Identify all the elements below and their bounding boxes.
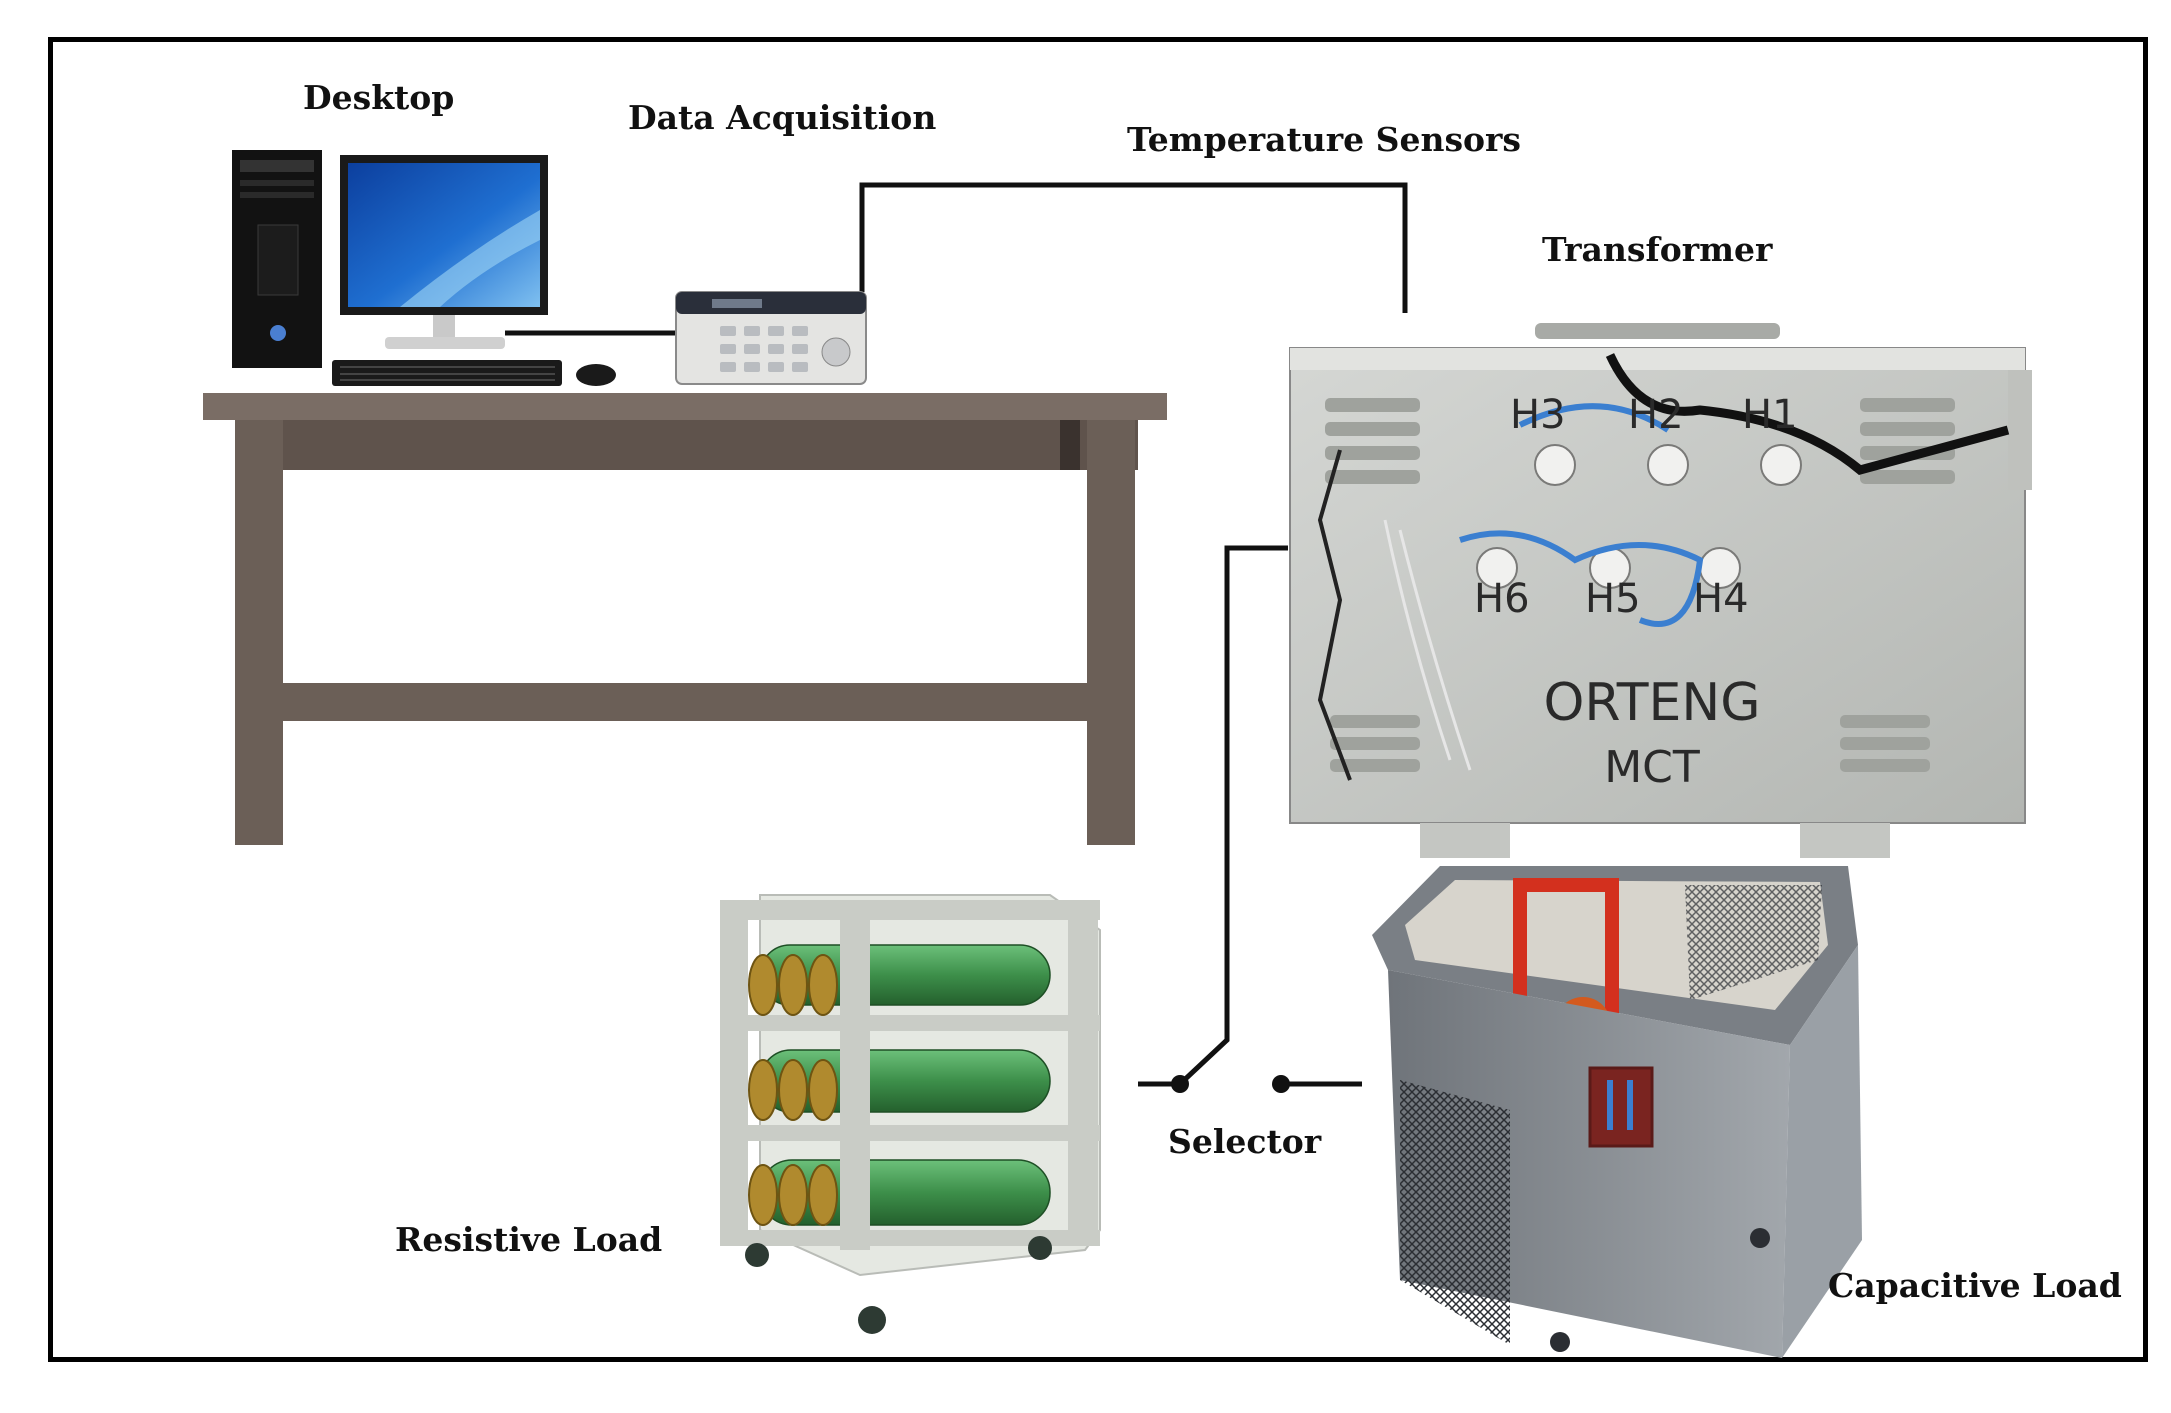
capacitive-load-cabinet [1372, 866, 1862, 1358]
terminal-label-h4: H4 [1693, 576, 1749, 622]
transformer-to-selector-wire [1178, 545, 1288, 1086]
table [203, 393, 1167, 845]
mouse [576, 364, 616, 386]
terminal-label-h5: H5 [1585, 576, 1641, 622]
terminal-label-h1: H1 [1742, 392, 1798, 438]
label-desktop: Desktop [303, 78, 455, 117]
label-transformer: Transformer [1542, 230, 1773, 269]
label-capacitive-load: Capacitive Load [1828, 1266, 2122, 1305]
label-temperature-sensors: Temperature Sensors [1127, 120, 1522, 159]
terminal-label-h6: H6 [1474, 576, 1530, 622]
transformer-model: MCT [1604, 742, 1700, 793]
wiring [505, 182, 1408, 1087]
transformer-brand: ORTENG [1543, 673, 1760, 733]
desktop-tower [232, 150, 322, 368]
daq-to-sensors-wire [859, 182, 1408, 313]
terminal-label-h3: H3 [1510, 392, 1566, 438]
resistive-load-rack [720, 894, 1101, 1334]
label-resistive-load: Resistive Load [395, 1220, 663, 1259]
selector-contact-right [1272, 1075, 1290, 1093]
transformer: H3 H2 H1 H6 H5 H4 ORTENG MCT [1289, 323, 2032, 858]
monitor [340, 155, 548, 349]
keyboard [332, 360, 562, 386]
data-acquisition-unit [675, 291, 867, 385]
terminal-label-h2: H2 [1628, 392, 1684, 438]
label-selector: Selector [1168, 1122, 1322, 1161]
selector-contact-left [1171, 1075, 1189, 1093]
label-data-acquisition: Data Acquisition [628, 98, 937, 137]
